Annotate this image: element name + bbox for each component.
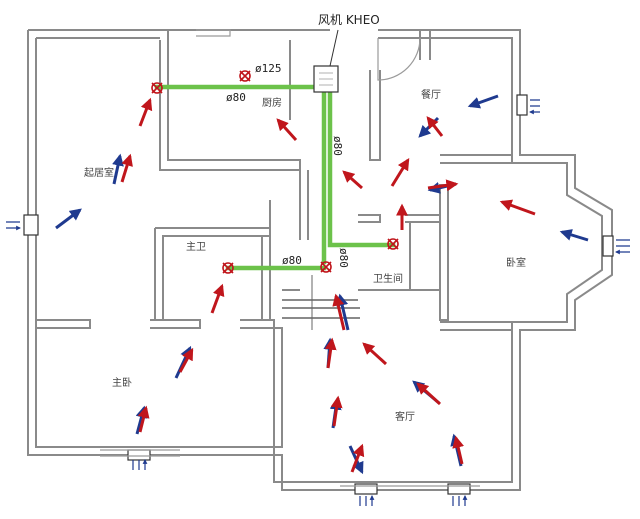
room-label-living-room: 客厅 xyxy=(395,410,415,423)
duct-dim-80-bath: ø80 xyxy=(282,254,302,267)
room-label-kitchen: 厨房 xyxy=(262,96,282,109)
room-label-master-bath: 主卫 xyxy=(186,241,206,253)
room-label-living-study: 起居室 xyxy=(84,166,114,179)
duct-network xyxy=(154,29,396,330)
duct-dim-80-vertical2: ø80 xyxy=(337,248,350,268)
fan-label: 风机 KHEO xyxy=(318,13,380,27)
duct-dim-80-vertical: ø80 xyxy=(331,136,344,156)
duct-dim-125: ø125 xyxy=(255,62,282,75)
windows xyxy=(23,94,614,495)
room-label-bedroom: 卧室 xyxy=(506,256,526,269)
room-label-master-bedroom: 主卧 xyxy=(112,376,132,389)
air-inlet-icon xyxy=(6,99,630,506)
duct-dim-80-kitchen: ø80 xyxy=(226,91,246,104)
room-label-dining: 餐厅 xyxy=(421,88,441,101)
exhaust-valve-icon xyxy=(151,70,399,274)
building-walls xyxy=(27,29,613,491)
room-label-bathroom: 卫生间 xyxy=(373,272,403,285)
exhaust-arrows xyxy=(120,97,536,473)
